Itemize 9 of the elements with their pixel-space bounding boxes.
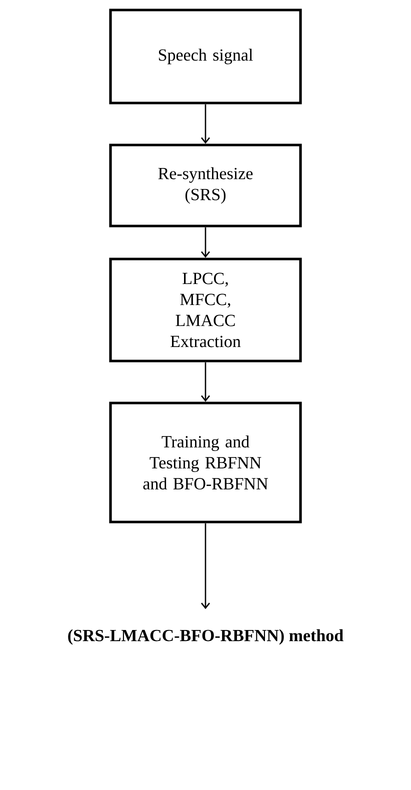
- process-box: LPCC, MFCC, LMACC Extraction: [109, 258, 302, 362]
- arrow: [200, 227, 210, 258]
- arrow: [200, 104, 210, 144]
- output-label: (SRS-LMACC-BFO-RBFNN) method: [68, 629, 344, 645]
- process-box: Re-synthesize (SRS): [109, 144, 302, 228]
- arrow: [200, 523, 210, 610]
- process-box: Training and Testing RBFNN and BFO-RBFNN: [109, 402, 302, 524]
- process-box: Speech signal: [109, 8, 302, 104]
- arrow: [200, 362, 210, 402]
